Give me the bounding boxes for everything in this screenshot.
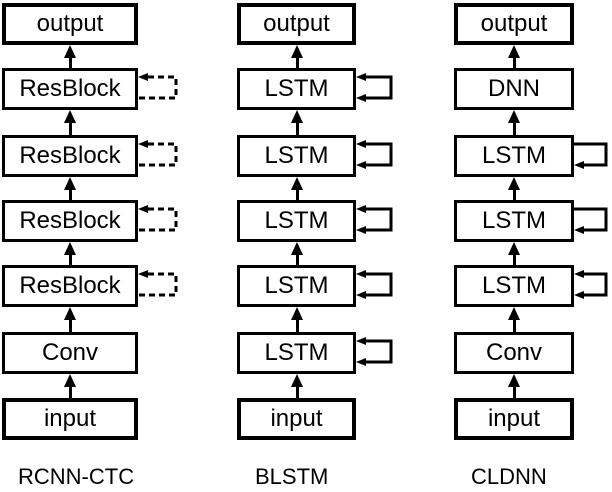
bidirectional-recurrent-loop-icon xyxy=(356,270,393,299)
column-blstm: output LSTM LSTM LSTM LSTM LSTM input xyxy=(237,3,399,485)
dashed-recurrent-loop-icon xyxy=(138,140,178,167)
up-arrow-icon xyxy=(290,177,304,200)
node-resblock-3: ResBlock xyxy=(2,200,138,242)
node-lstm-4: LSTM xyxy=(237,265,356,307)
up-arrow-icon xyxy=(290,374,304,398)
node-conv: Conv xyxy=(454,332,574,374)
node-resblock-2: ResBlock xyxy=(2,135,138,177)
up-arrow-icon xyxy=(507,242,521,265)
up-arrow-icon xyxy=(507,307,521,332)
column-cldnn: output DNN LSTM LSTM LSTM Conv input xyxy=(454,3,612,485)
up-arrow-icon xyxy=(290,45,304,68)
up-arrow-icon xyxy=(63,307,77,332)
column-rcnn-ctc: output ResBlock ResBlock ResBlock ResBlo… xyxy=(2,3,184,485)
up-arrow-icon xyxy=(507,177,521,200)
up-arrow-icon xyxy=(290,242,304,265)
node-lstm-3: LSTM xyxy=(237,200,356,242)
node-output: output xyxy=(454,3,574,45)
bidirectional-recurrent-loop-icon xyxy=(356,140,393,169)
node-lstm-1: LSTM xyxy=(454,135,574,177)
column-label-rcnn-ctc: RCNN-CTC xyxy=(18,464,135,489)
node-resblock-4: ResBlock xyxy=(2,265,138,307)
up-arrow-icon xyxy=(507,110,521,135)
node-conv: Conv xyxy=(2,332,138,374)
up-arrow-icon xyxy=(290,307,304,332)
up-arrow-icon xyxy=(63,110,77,135)
bidirectional-recurrent-loop-icon xyxy=(356,337,393,366)
bidirectional-recurrent-loop-icon xyxy=(356,73,393,102)
up-arrow-icon xyxy=(290,110,304,135)
node-lstm-2: LSTM xyxy=(454,200,574,242)
node-input: input xyxy=(237,398,356,440)
dashed-recurrent-loop-icon xyxy=(138,205,178,232)
recurrent-loop-icon xyxy=(574,142,608,169)
bidirectional-recurrent-loop-icon xyxy=(574,270,608,299)
up-arrow-icon xyxy=(63,374,77,398)
node-output: output xyxy=(2,3,138,45)
up-arrow-icon xyxy=(63,242,77,265)
node-lstm-3: LSTM xyxy=(454,265,574,307)
up-arrow-icon xyxy=(63,45,77,68)
column-label-cldnn: CLDNN xyxy=(471,464,547,489)
up-arrow-icon xyxy=(63,177,77,200)
node-input: input xyxy=(2,398,138,440)
node-lstm-1: LSTM xyxy=(237,68,356,110)
dashed-recurrent-loop-icon xyxy=(138,73,178,100)
node-output: output xyxy=(237,3,356,45)
up-arrow-icon xyxy=(507,45,521,68)
node-lstm-2: LSTM xyxy=(237,135,356,177)
node-dnn: DNN xyxy=(454,68,574,110)
recurrent-loop-icon xyxy=(574,207,608,234)
node-input: input xyxy=(454,398,574,440)
bidirectional-recurrent-loop-icon xyxy=(356,205,393,234)
dashed-recurrent-loop-icon xyxy=(138,270,178,297)
node-lstm-5: LSTM xyxy=(237,332,356,374)
node-resblock-1: ResBlock xyxy=(2,68,138,110)
column-label-blstm: BLSTM xyxy=(255,464,329,489)
up-arrow-icon xyxy=(507,374,521,398)
